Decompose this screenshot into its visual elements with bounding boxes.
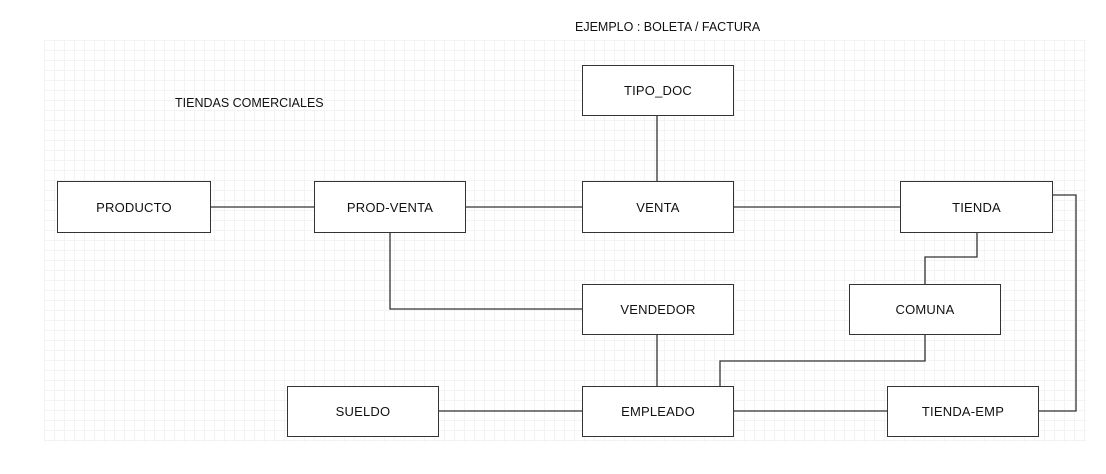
entity-tienda-label: TIENDA	[952, 199, 1001, 215]
entity-producto-label: PRODUCTO	[96, 199, 172, 215]
entity-tipo-doc: TIPO_DOC	[582, 65, 734, 116]
entity-vendedor: VENDEDOR	[582, 284, 734, 335]
entity-prod-venta: PROD-VENTA	[314, 181, 466, 233]
connector-tienda-tienda-emp	[1039, 194, 1077, 412]
entity-tienda-emp: TIENDA-EMP	[887, 386, 1039, 437]
entity-comuna: COMUNA	[849, 284, 1001, 335]
entity-venta-label: VENTA	[636, 199, 680, 215]
diagram-title: EJEMPLO : BOLETA / FACTURA	[575, 20, 761, 34]
diagram-subtitle: TIENDAS COMERCIALES	[175, 96, 324, 110]
entity-tienda-emp-label: TIENDA-EMP	[921, 404, 1005, 419]
entity-producto: PRODUCTO	[57, 181, 211, 233]
entity-sueldo: SUELDO	[287, 386, 439, 437]
entity-empleado: EMPLEADO	[582, 386, 734, 437]
entity-vendedor-label: VENDEDOR	[620, 302, 696, 317]
entity-venta: VENTA	[582, 181, 734, 233]
entity-tipo-doc-label: TIPO_DOC	[623, 83, 693, 98]
connector-tienda-comuna	[924, 233, 978, 284]
entity-comuna-label: COMUNA	[895, 302, 955, 317]
entity-empleado-label: EMPLEADO	[621, 404, 695, 419]
diagram-grid	[44, 40, 1086, 442]
connector-prod-venta-vendedor	[389, 233, 582, 310]
entity-sueldo-label: SUELDO	[335, 404, 391, 419]
entity-prod-venta-label: PROD-VENTA	[346, 199, 434, 215]
connector-comuna-empleado	[719, 335, 926, 386]
entity-tienda: TIENDA	[900, 181, 1053, 233]
